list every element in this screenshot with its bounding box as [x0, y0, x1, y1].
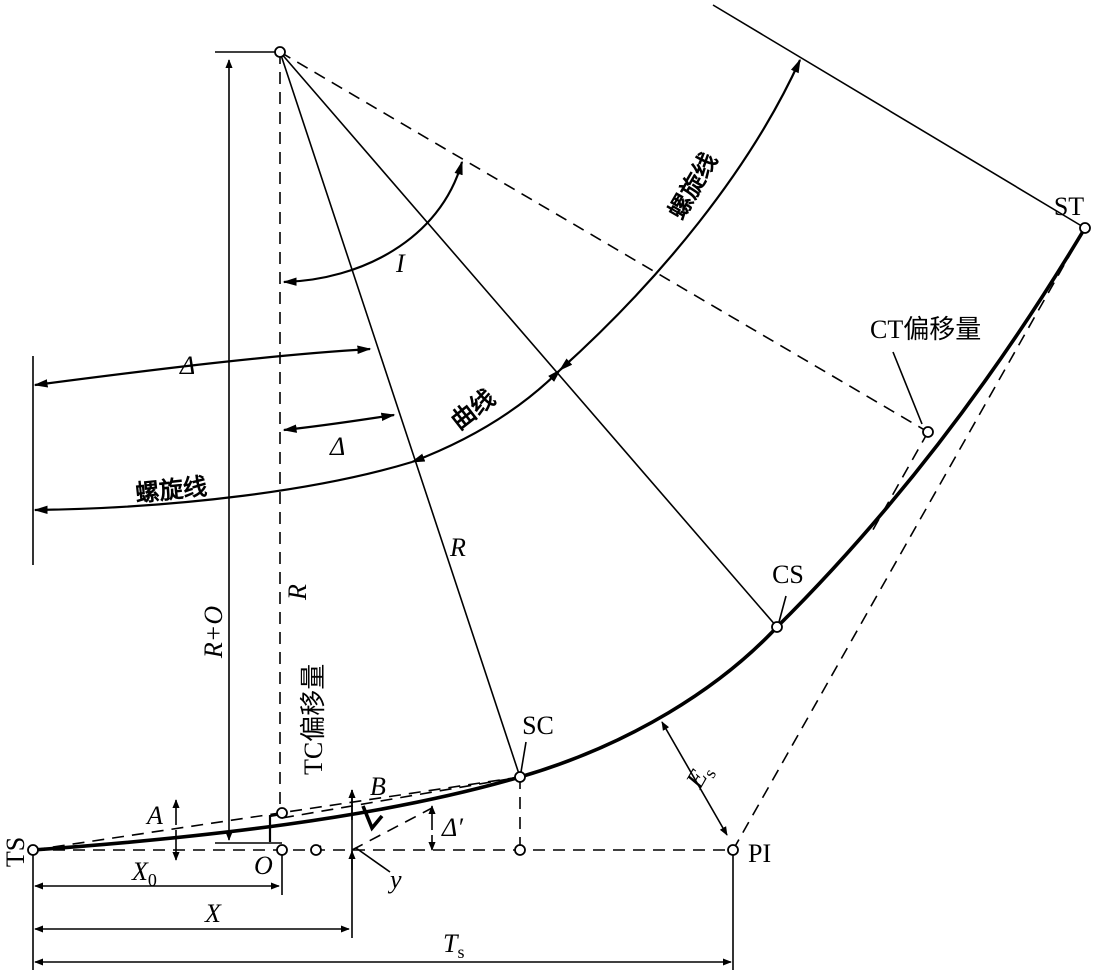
ts-point	[27, 844, 39, 856]
b-label: B	[370, 772, 386, 801]
a-label: A	[145, 801, 163, 830]
spiral-arc-left	[33, 460, 413, 515]
sc-pointer	[520, 741, 527, 773]
radius-label-vertical: R	[283, 584, 312, 601]
tangent-tc-sc	[281, 776, 521, 819]
ts-label: TS	[1, 837, 30, 867]
pi-label: PI	[748, 839, 771, 868]
radius-to-cs	[279, 51, 778, 628]
delta-arc-inner	[282, 412, 396, 433]
y-label: y	[387, 865, 402, 894]
entry-spiral	[32, 775, 521, 852]
cs-point	[771, 621, 783, 633]
angle-i-label: I	[395, 249, 406, 278]
curve-label: 曲线	[446, 384, 501, 436]
ts-length-label: Ts	[443, 929, 464, 962]
circular-curve	[519, 625, 779, 779]
es-dimension	[661, 721, 728, 836]
x-label: X	[204, 899, 222, 928]
st-point	[1079, 222, 1091, 234]
sc-foot-point	[514, 844, 526, 856]
delta-prime-label: Δ′	[441, 813, 463, 842]
y-pointer	[355, 847, 391, 873]
y-offset-mark	[361, 805, 384, 832]
angle-i-arc	[282, 160, 464, 286]
pi-point	[727, 844, 739, 856]
cs-label: CS	[772, 560, 804, 589]
delta-label-inner: Δ	[329, 432, 345, 461]
ct-offset-label: CT偏移量	[870, 315, 981, 344]
radial-line-st	[712, 4, 1086, 229]
r-plus-o-label: R+O	[199, 606, 228, 659]
exit-spiral	[775, 227, 1087, 629]
st-label: ST	[1054, 192, 1084, 221]
center-point	[274, 46, 286, 58]
spiral-label-right: 螺旋线	[663, 148, 723, 224]
delta-prime-chord	[351, 807, 433, 851]
x0-label: X0	[131, 857, 157, 890]
curve-arc	[410, 369, 561, 464]
tc-offset-point	[276, 807, 288, 819]
origin-o-label: O	[254, 851, 273, 880]
delta-arc-outer	[33, 345, 372, 388]
ct-offset-pointer	[892, 351, 923, 425]
sc-point	[514, 771, 526, 783]
center-to-ct-offset	[279, 51, 929, 433]
tc-offset-label: TC偏移量	[299, 664, 328, 775]
radius-label: R	[449, 533, 466, 562]
ct-offset-point	[922, 426, 934, 438]
origin-point-o	[276, 844, 288, 856]
x-point	[310, 844, 322, 856]
ct-offset-line	[869, 431, 929, 536]
spiral-arc-right	[558, 58, 802, 371]
spiral-label-left: 螺旋线	[134, 472, 209, 507]
cs-pointer	[778, 595, 787, 623]
delta-label-outer: Δ	[179, 351, 195, 380]
sc-label: SC	[522, 711, 554, 740]
